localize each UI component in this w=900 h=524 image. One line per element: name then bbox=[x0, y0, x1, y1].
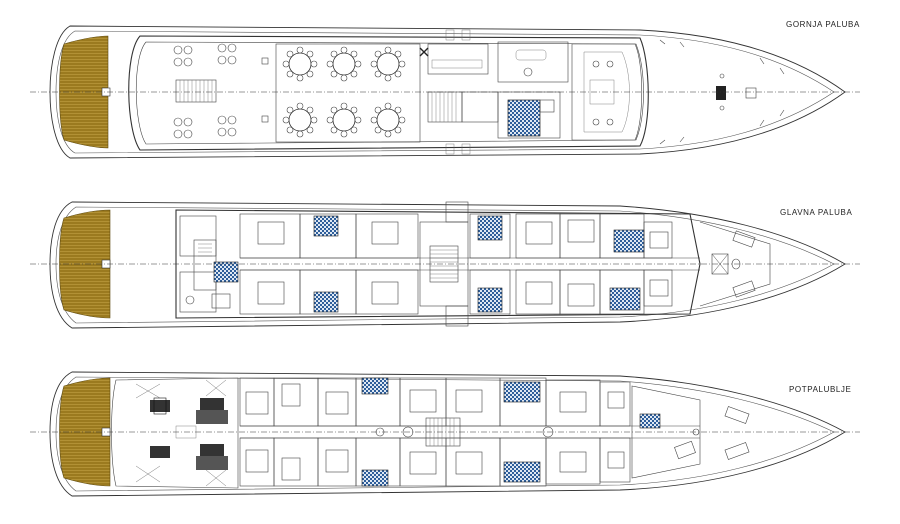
hull-inner-upper bbox=[55, 30, 835, 154]
teak-deck-upper bbox=[59, 35, 109, 149]
hull-outline-lower bbox=[49, 371, 846, 497]
lounge-chairs-upper bbox=[173, 43, 269, 139]
deck-main bbox=[30, 201, 860, 329]
cabins-starboard-lower bbox=[239, 437, 631, 487]
hull-outline-main bbox=[49, 201, 846, 329]
deck-lower bbox=[30, 371, 860, 497]
cabins-port-main bbox=[239, 213, 673, 259]
cabins-starboard-main bbox=[239, 269, 673, 315]
cabins-port-lower bbox=[239, 377, 631, 427]
superstructure-upper bbox=[128, 35, 649, 151]
deck-label-upper: GORNJA PALUBA bbox=[786, 20, 860, 29]
tiled-wc-upper bbox=[507, 99, 541, 137]
stairs-aft-upper bbox=[175, 79, 217, 103]
deck-label-main: GLAVNA PALUBA bbox=[780, 208, 853, 217]
superstructure-main bbox=[175, 209, 701, 319]
hull-inner-main bbox=[55, 206, 835, 324]
bow-storage-lower bbox=[631, 385, 750, 479]
deck-upper bbox=[30, 25, 860, 159]
engine-room-lower bbox=[111, 377, 239, 489]
teak-deck-main bbox=[59, 209, 111, 319]
dining-tables-upper bbox=[282, 46, 406, 138]
teak-deck-lower bbox=[59, 377, 111, 487]
bow-winch-upper bbox=[659, 39, 785, 145]
aft-service-main bbox=[179, 215, 239, 313]
dining-room-upper bbox=[275, 43, 421, 143]
forward-lounge-upper bbox=[571, 43, 644, 141]
deck-label-lower: POTPALUBLJE bbox=[789, 385, 852, 394]
